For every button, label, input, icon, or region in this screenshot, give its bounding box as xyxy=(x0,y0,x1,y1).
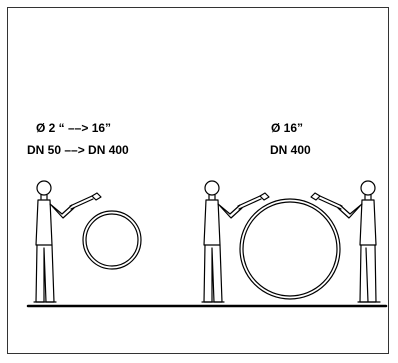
large-pipe xyxy=(239,198,341,300)
right-dn-label: DN 400 xyxy=(270,143,311,157)
torch-left xyxy=(69,195,94,210)
welder-figure-right xyxy=(310,180,381,303)
welder-figure-left xyxy=(33,180,102,303)
right-diameter-label: Ø 16” xyxy=(271,121,304,135)
small-pipe xyxy=(82,210,142,270)
left-dn-range-label: DN 50 ––> DN 400 xyxy=(27,143,129,157)
left-diameter-range-label: Ø 2 “ ––> 16” xyxy=(36,121,112,135)
torch-middle xyxy=(237,195,262,210)
welder-figure-middle xyxy=(201,180,270,303)
diagram-frame xyxy=(7,7,389,354)
torch-right xyxy=(318,195,343,210)
